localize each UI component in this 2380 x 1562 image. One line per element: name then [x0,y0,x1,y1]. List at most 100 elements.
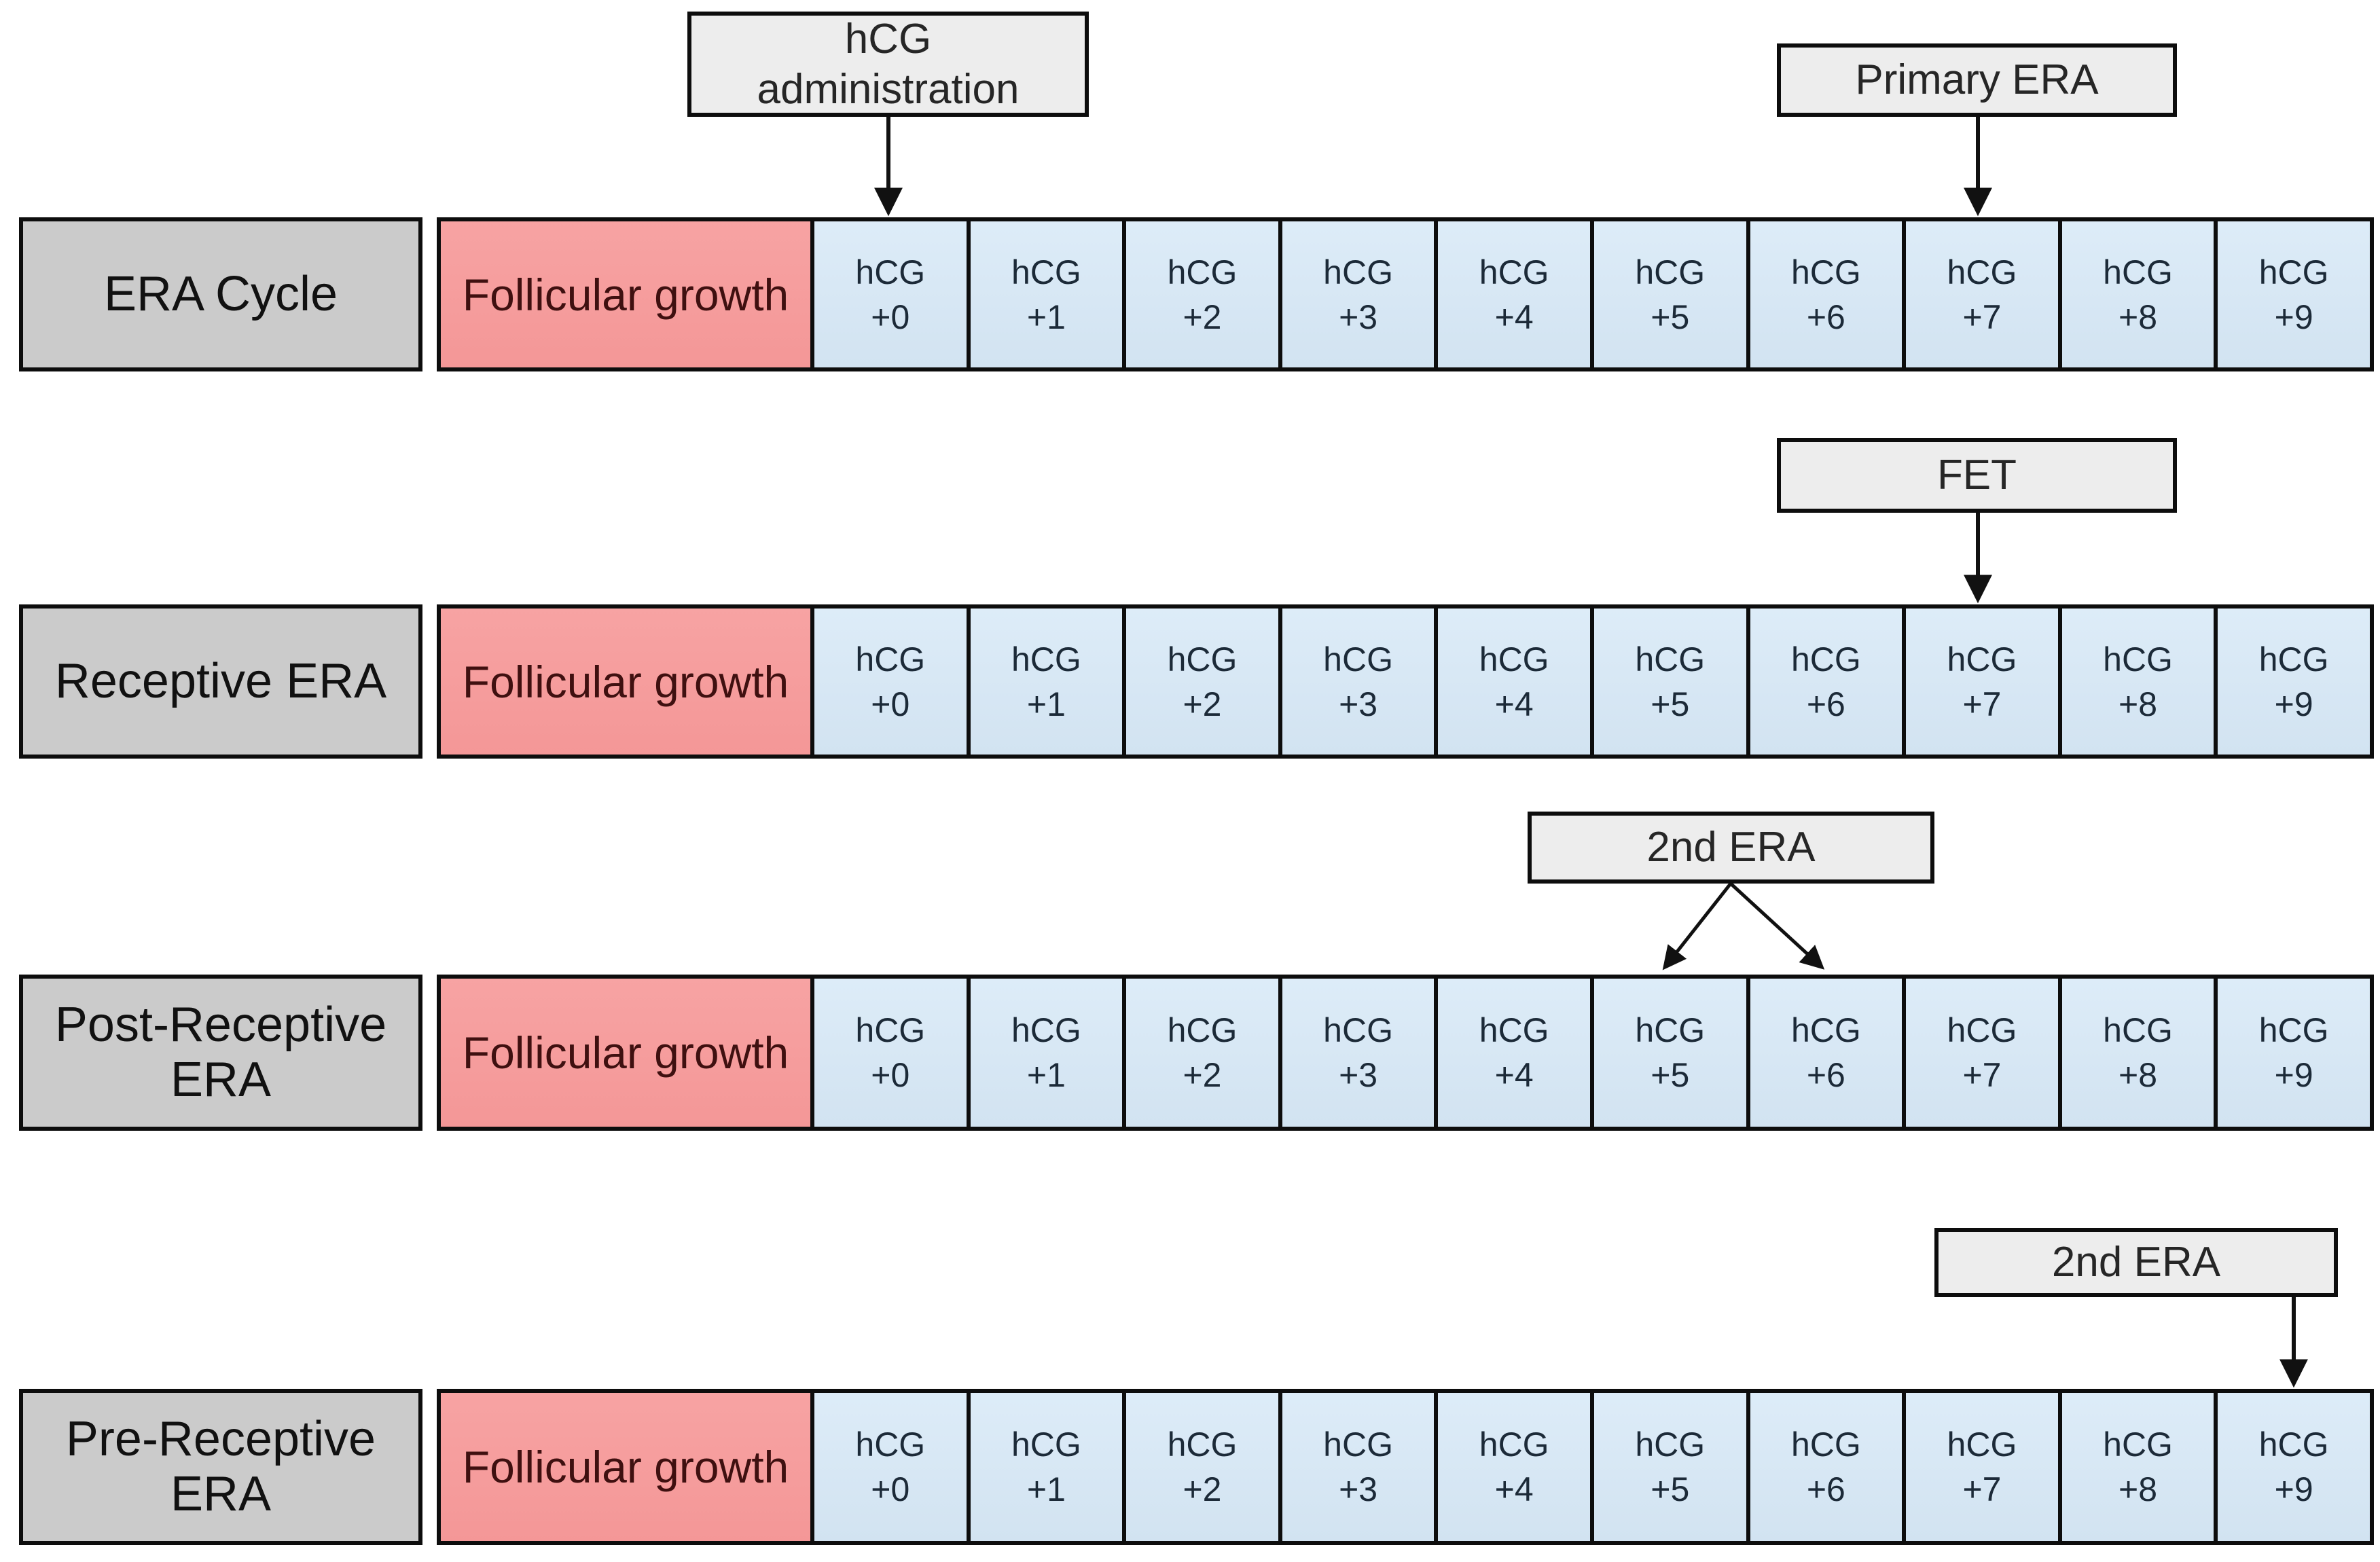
hcg-day-cell-line1: hCG [1635,1425,1706,1464]
hcg-day-cell: hCG+2 [1126,979,1278,1127]
callout-second-era-pre-label: 2nd ERA [2051,1239,2221,1286]
hcg-day-cell: hCG+6 [1750,979,1903,1127]
hcg-day-cell-line2: +6 [1806,1470,1845,1508]
hcg-day-cell-line1: hCG [2103,1011,2173,1049]
follicular-growth-box: Follicular growth [441,609,810,755]
hcg-day-cell-line1: hCG [1790,1011,1861,1049]
hcg-day-cell-line1: hCG [855,1011,926,1049]
hcg-day-cell-line2: +5 [1651,297,1690,336]
hcg-day-cell: hCG +4 [1438,221,1590,367]
hcg-day-cell-line1: hCG [1790,1425,1861,1464]
hcg-day-cell-line2: +3 [1339,297,1378,336]
hcg-day-cell-line2: +1 [1026,1056,1066,1094]
hcg-day-cell: hCG +8 [2061,979,2214,1127]
hcg-day-cell: hCG +6 [1750,1393,1903,1541]
hcg-day-cell-line1: hCG [2103,1425,2173,1464]
hcg-day-cell: hCG+0 [814,221,967,367]
hcg-day-cell-line2: +4 [1494,685,1534,723]
hcg-day-cell: hCG+8 [2061,221,2214,367]
row-label-receptive-era: Receptive ERA [19,604,422,759]
callout-second-era-post: 2nd ERA [1528,812,1934,884]
hcg-day-cell-line2: +8 [2118,1470,2158,1508]
hcg-day-cell: hCG +9 [2218,609,2370,755]
callout-fet: FET [1777,438,2177,513]
hcg-day-cell-line2: +1 [1026,1470,1066,1508]
hcg-day-cell-line1: hCG [1011,1425,1081,1464]
hcg-day-cell: hCG+1 [970,221,1123,367]
hcg-day-cell-line2: +9 [2274,1470,2313,1508]
hcg-day-cell-line2: +2 [1183,297,1222,336]
hcg-day-cell-line2: +8 [2118,1056,2158,1094]
hcg-day-cell-line2: +1 [1026,297,1066,336]
hcg-day-cell-line2: +4 [1494,1470,1534,1508]
hcg-day-cell-line1: hCG [1635,253,1706,291]
hcg-day-cell-line1: hCG [2103,640,2173,678]
hcg-day-cell-line1: hCG [1947,253,2017,291]
hcg-day-cell-line1: hCG [1479,253,1549,291]
hcg-day-cell: hCG+6 [1750,609,1903,755]
hcg-day-cell: hCG+3 [1282,1393,1435,1541]
hcg-day-cell-line1: hCG [1479,1011,1549,1049]
callout-primary-era-label: Primary ERA [1855,56,2099,104]
hcg-day-cell-line2: +0 [871,1470,910,1508]
hcg-day-cell-line2: +9 [2274,685,2313,723]
hcg-day-cell-line1: hCG [1323,1011,1393,1049]
callout-hcg-administration-line2: administration [757,65,1020,113]
hcg-day-cell-line1: hCG [2103,253,2173,291]
hcg-day-cell: hCG+3 [1282,609,1435,755]
hcg-day-cell: hCG +5 [1593,221,1746,367]
hcg-day-cell: hCG +3 [1282,221,1435,367]
callout-second-era-pre: 2nd ERA [1934,1228,2338,1297]
hcg-day-cell: hCG+1 [970,609,1123,755]
hcg-day-cell-line1: hCG [2258,253,2329,291]
hcg-day-cell-line2: +5 [1651,1470,1690,1508]
hcg-day-cell: hCG +1 [970,1393,1123,1541]
row-label-pre-receptive-era: Pre-Receptive ERA [19,1389,422,1545]
hcg-day-cell-line1: hCG [1790,253,1861,291]
hcg-day-cell-line1: hCG [1947,640,2017,678]
row-label-era-cycle: ERA Cycle [19,217,422,371]
hcg-day-cell-line2: +6 [1806,685,1845,723]
hcg-day-cell: hCG+2 [1126,1393,1278,1541]
hcg-day-cell-line1: hCG [855,1425,926,1464]
hcg-day-cell: hCG+0 [814,979,967,1127]
hcg-day-cell-line1: hCG [1323,253,1393,291]
hcg-day-cell-line1: hCG [2258,1011,2329,1049]
hcg-day-cell: hCG+7 [1906,221,2058,367]
hcg-day-cell: hCG+8 [2061,609,2214,755]
hcg-day-cell: hCG +9 [2218,1393,2370,1541]
callout-hcg-administration: hCG administration [687,12,1089,117]
callout-second-era-post-label: 2nd ERA [1646,824,1816,871]
hcg-day-cell: hCG+5 [1593,979,1746,1127]
hcg-day-cell-line1: hCG [1479,1425,1549,1464]
hcg-day-cell: hCG +5 [1593,1393,1746,1541]
hcg-day-cell: hCG+4 [1438,979,1590,1127]
hcg-day-cell: hCG+2 [1126,609,1278,755]
hcg-day-cell-line2: +2 [1183,1056,1222,1094]
hcg-day-cell-line1: hCG [1323,640,1393,678]
hcg-day-cell: hCG+7 [1906,1393,2058,1541]
hcg-day-cell-line2: +4 [1494,297,1534,336]
row-label-post-receptive-era: Post-Receptive ERA [19,975,422,1131]
hcg-day-cell: hCG+9 [2218,221,2370,367]
hcg-day-cell-line2: +3 [1339,1056,1378,1094]
hcg-day-cell-line1: hCG [1011,1011,1081,1049]
hcg-day-cell-line1: hCG [2258,1425,2329,1464]
follicular-growth-box: Follicular growth [441,1393,810,1541]
follicular-growth-box: Follicular growth [441,221,810,367]
hcg-day-cell-line1: hCG [2258,640,2329,678]
hcg-day-cell: hCG +4 [1438,1393,1590,1541]
hcg-day-cell-line1: hCG [1479,640,1549,678]
hcg-day-cell-line1: hCG [1167,640,1238,678]
hcg-day-cell: hCG+0 [814,609,967,755]
hcg-day-cell-line2: +5 [1651,685,1690,723]
hcg-day-cell: hCG +8 [2061,1393,2214,1541]
